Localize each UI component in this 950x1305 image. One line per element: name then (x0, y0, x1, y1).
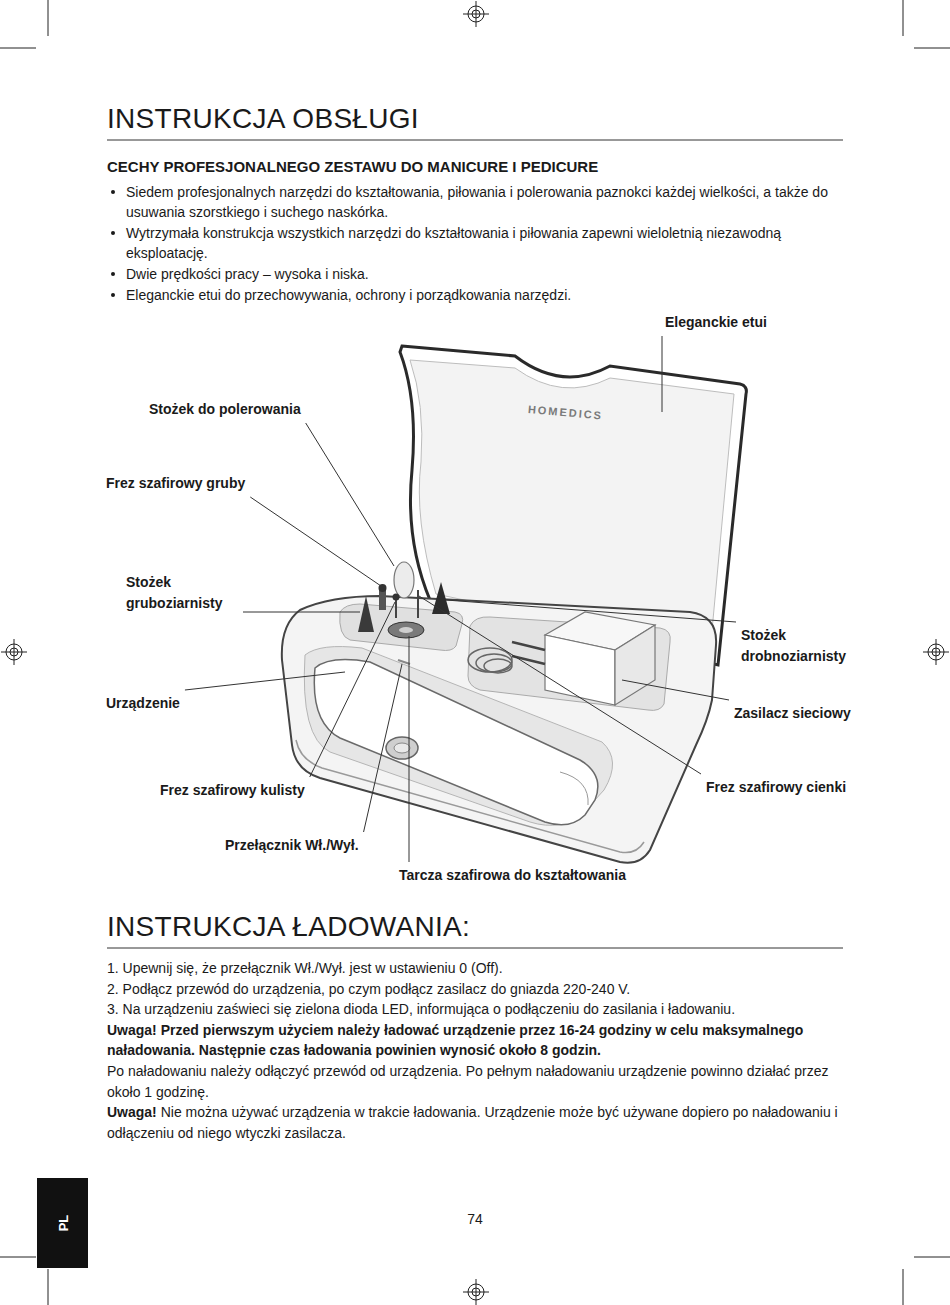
leader-line (185, 672, 345, 690)
callout-label: Frez szafirowy cienki (705, 777, 847, 798)
leader-line (306, 423, 394, 566)
ball-bur (393, 594, 400, 601)
callout-label: Frez szafirowy gruby (105, 473, 246, 494)
callout-label: Tarcza szafirowa do kształtowania (398, 865, 627, 886)
note-lead: Uwaga! (107, 1104, 157, 1120)
body-text: Dwie prędkości pracy – wysoka i niska. (126, 266, 369, 282)
paragraph: CECHY PROFESJONALNEGO ZESTAWU DO MANICUR… (107, 157, 847, 178)
fine-cone (432, 582, 450, 614)
paragraph: Uwaga!Nie można używać urządzenia w trak… (107, 1102, 847, 1143)
heading-rule (107, 948, 843, 949)
leader-line (409, 636, 410, 862)
leader-line (446, 600, 736, 622)
body-text: CECHY PROFESJONALNEGO ZESTAWU DO MANICUR… (107, 158, 598, 175)
coarse-cone (358, 596, 374, 632)
callout-label: Urządzenie (105, 693, 181, 714)
callout-label: Zasilacz sieciowy (733, 703, 852, 724)
body-text: Nie można używać urządzenia w trakcie ła… (107, 1104, 838, 1141)
callout-label: Stożek do polerowania (148, 399, 302, 420)
bullet-item: Wytrzymała konstrukcja wszystkich narzęd… (107, 223, 847, 264)
switch-symbol (386, 737, 418, 759)
leader-line (243, 612, 360, 613)
leader-line (622, 680, 729, 700)
thin-bur (417, 590, 419, 618)
leader-line (419, 596, 701, 774)
case-tray (282, 596, 716, 863)
body-text: 1. Upewnij się, że przełącznik Wł./Wył. … (107, 960, 503, 976)
bullet-item: Dwie prędkości pracy – wysoka i niska. (107, 264, 847, 285)
switch-symbol (394, 743, 410, 753)
text-block: 1. Upewnij się, że przełącznik Wł./Wył. … (107, 958, 847, 1143)
callout-label: Stożek drobnoziarnisty (740, 625, 860, 667)
numbered-step: 1. Upewnij się, że przełącznik Wł./Wył. … (107, 958, 847, 979)
callout-label: Przełącznik Wł./Wył. (224, 835, 360, 856)
body-text: 3. Na urządzeniu zaświeci się zielona di… (107, 1001, 735, 1017)
paragraph: Po naładowaniu należy odłączyć przewód o… (107, 1061, 847, 1102)
body-text: Eleganckie etui do przechowywania, ochro… (126, 287, 571, 303)
body-text: Uwaga! Przed pierwszym użyciem należy ła… (107, 1022, 803, 1059)
language-code: PL (55, 1215, 70, 1232)
power-adapter (512, 612, 655, 705)
body-text: Po naładowaniu należy odłączyć przewód o… (107, 1063, 828, 1100)
leader-line (662, 336, 663, 412)
text-block: CECHY PROFESJONALNEGO ZESTAWU DO MANICUR… (107, 157, 847, 305)
body-text: Wytrzymała konstrukcja wszystkich narzęd… (126, 225, 781, 262)
shaping-disc (388, 622, 424, 638)
ball-bur (395, 598, 397, 618)
leader-line (364, 664, 402, 832)
page-number: 74 (467, 1211, 483, 1227)
cable (468, 648, 512, 673)
callout-label: Stożek gruboziarnisty (125, 572, 239, 614)
bullet-item: Eleganckie etui do przechowywania, ochro… (107, 285, 847, 306)
paragraph: Uwaga! Przed pierwszym użyciem należy ła… (107, 1020, 847, 1061)
body-text: Siedem profesjonalnych narzędzi do kszta… (126, 184, 828, 221)
body-text: 2. Podłącz przewód do urządzenia, po czy… (107, 981, 630, 997)
numbered-step: 2. Podłącz przewód do urządzenia, po czy… (107, 979, 847, 1000)
section-heading: INSTRUKCJA ŁADOWANIA: (107, 910, 470, 944)
numbered-step: 3. Na urządzeniu zaświeci się zielona di… (107, 999, 847, 1020)
heading-rule (107, 140, 843, 141)
language-tab: PL (37, 1178, 88, 1268)
callout-label: Frez szafirowy kulisty (159, 780, 306, 801)
page-title: INSTRUKCJA OBSŁUGI (107, 102, 419, 136)
device-detail (560, 772, 588, 805)
bullet-item: Siedem profesjonalnych narzędzi do kszta… (107, 182, 847, 223)
callout-label: Eleganckie etui (664, 312, 768, 333)
shaping-disc (399, 627, 413, 633)
leader-line (250, 497, 381, 586)
polishing-cone (394, 562, 414, 598)
led-symbol (398, 660, 410, 664)
